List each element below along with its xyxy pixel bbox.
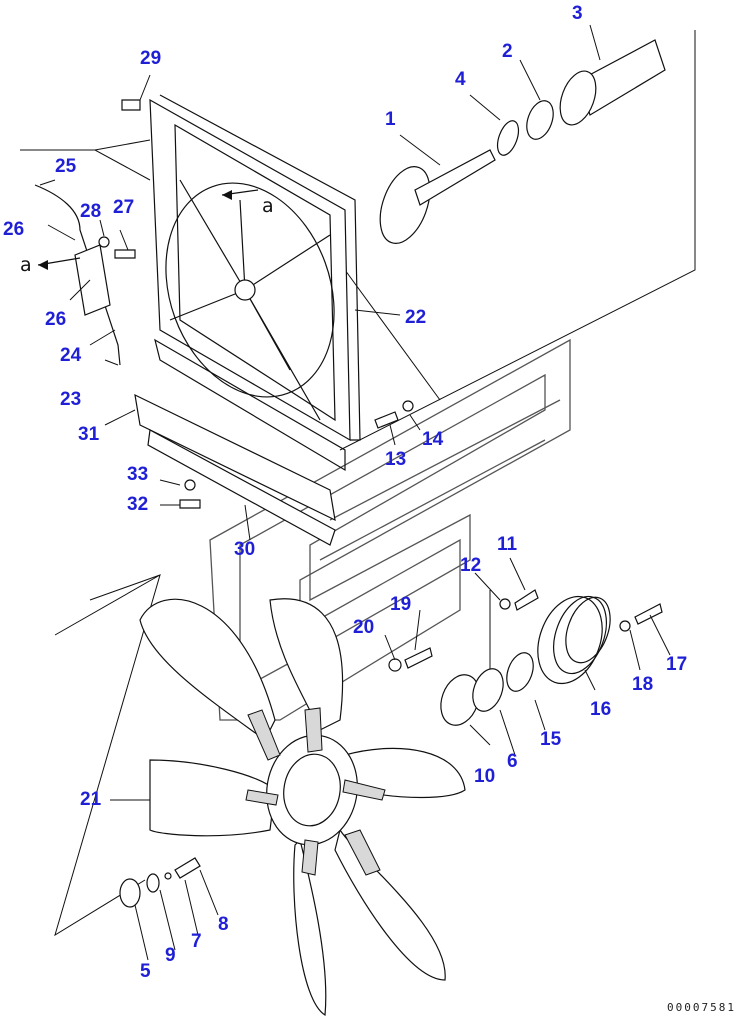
- callout-part-9: 9: [165, 945, 176, 966]
- callout-part-7: 7: [191, 931, 202, 952]
- callout-part-30: 30: [234, 539, 256, 560]
- callout-part-16: 16: [590, 699, 612, 720]
- callout-part-5: 5: [140, 961, 151, 982]
- cooling-fan: [139, 598, 466, 1017]
- callout-part-10: 10: [474, 766, 496, 787]
- callout-part-23: 23: [60, 389, 82, 410]
- alignment-lines: [20, 30, 696, 937]
- document-number: 00007581: [667, 1001, 736, 1014]
- callout-part-32: 32: [127, 494, 149, 515]
- marker-a-right: a: [262, 195, 274, 217]
- cover-plates: [134, 393, 336, 546]
- callout-part-31: 31: [78, 424, 100, 445]
- callout-part-25: 25: [55, 156, 77, 177]
- drain-hose: [34, 99, 414, 509]
- callout-part-17: 17: [666, 654, 688, 675]
- callout-part-18: 18: [632, 674, 654, 695]
- callout-part-15: 15: [540, 729, 562, 750]
- callout-part-20: 20: [353, 617, 375, 638]
- callout-part-8: 8: [218, 914, 229, 935]
- fan-shroud: [149, 94, 361, 472]
- hub-hardware: [119, 857, 201, 908]
- callout-part-14: 14: [422, 429, 444, 450]
- callout-part-29: 29: [140, 48, 162, 69]
- pulley-group: [388, 589, 663, 726]
- leader-lines: [39, 24, 671, 961]
- callout-part-21: 21: [80, 789, 102, 810]
- callout-part-24: 24: [60, 345, 82, 366]
- callout-part-22: 22: [405, 307, 427, 328]
- callout-part-11: 11: [497, 534, 518, 555]
- callout-part-19: 19: [390, 594, 412, 615]
- callout-part-13: 13: [385, 449, 407, 470]
- callout-part-27: 27: [113, 197, 135, 218]
- callout-part-12: 12: [460, 555, 482, 576]
- callout-part-2: 2: [502, 41, 513, 62]
- marker-a-left: a: [20, 254, 32, 276]
- callout-part-3: 3: [572, 3, 583, 24]
- callout-part-6: 6: [507, 751, 518, 772]
- callout-part-1: 1: [385, 109, 396, 130]
- shaft-assembly: [379, 39, 666, 244]
- callout-part-28: 28: [80, 201, 102, 222]
- callout-part-26-top: 26: [3, 219, 25, 240]
- callout-part-33: 33: [127, 464, 149, 485]
- callout-part-4: 4: [455, 69, 466, 90]
- callout-part-26-bottom: 26: [45, 309, 67, 330]
